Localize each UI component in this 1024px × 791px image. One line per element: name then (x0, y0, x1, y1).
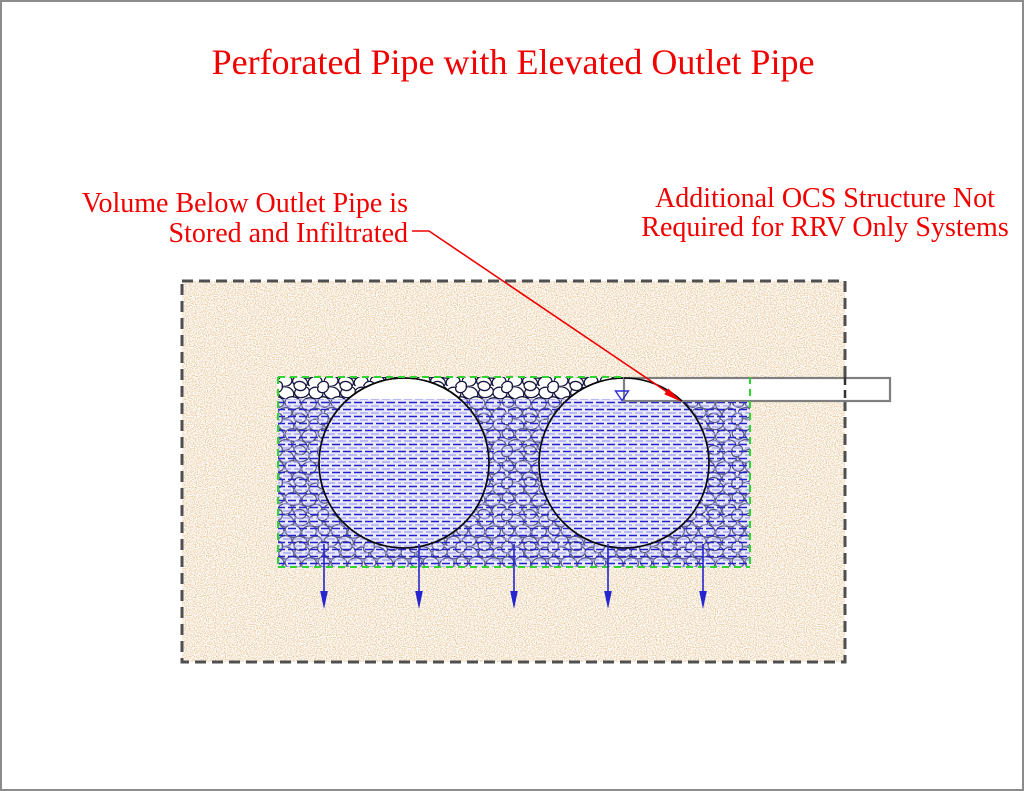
ocs-note-line2: Required for RRV Only Systems (641, 212, 1008, 243)
infiltration-arrows (320, 544, 707, 609)
infiltration-arrow-1 (320, 544, 328, 609)
infiltration-arrow-2 (415, 544, 423, 609)
volume-note-line1: Volume Below Outlet Pipe is (82, 188, 408, 219)
leader-arrow (412, 230, 682, 402)
volume-note-line2: Stored and Infiltrated (169, 218, 408, 249)
infiltration-arrow-4 (604, 544, 612, 609)
page-title: Perforated Pipe with Elevated Outlet Pip… (212, 42, 815, 82)
ocs-note-line1: Additional OCS Structure Not (655, 183, 995, 214)
water-surface-icon (614, 390, 630, 402)
outlet-pipe (622, 376, 892, 403)
infiltration-arrow-5 (699, 544, 707, 609)
stored-water-region (278, 399, 750, 567)
soil-boundary-dashed (180, 279, 847, 664)
infiltration-arrow-3 (510, 544, 518, 609)
trench-boundary-dashed (277, 376, 751, 568)
